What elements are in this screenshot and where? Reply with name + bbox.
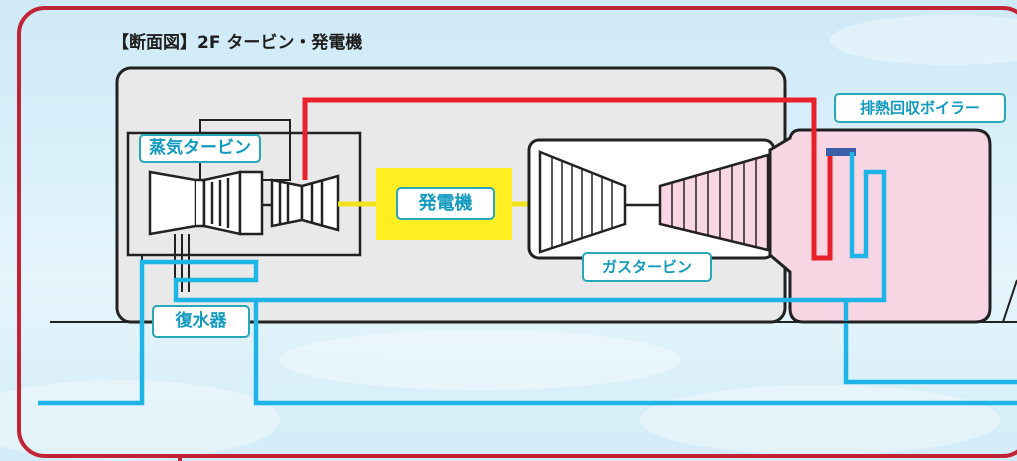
steam-turbine-casing bbox=[126, 131, 362, 257]
steam-drum bbox=[826, 148, 856, 156]
diagram-title: 【断面図】2F タービン・発電機 bbox=[112, 33, 363, 53]
condenser-label: 復水器 bbox=[152, 305, 250, 338]
hrsg-body bbox=[768, 128, 992, 324]
hrsg-stack-line bbox=[1002, 279, 1017, 323]
hrsg-label: 排熱回収ボイラー bbox=[834, 93, 1006, 123]
generator-label: 発電機 bbox=[396, 187, 495, 220]
gas-turbine-label: ガスタービン bbox=[582, 252, 712, 282]
water-pipes bbox=[38, 152, 1017, 406]
gas-turbine-icon bbox=[527, 138, 776, 260]
outer-frame bbox=[17, 6, 1017, 458]
steam-turbine-label: 蒸気タービン bbox=[139, 134, 261, 163]
steam-turbine-icon bbox=[148, 170, 340, 236]
steam-pipe bbox=[302, 97, 833, 261]
